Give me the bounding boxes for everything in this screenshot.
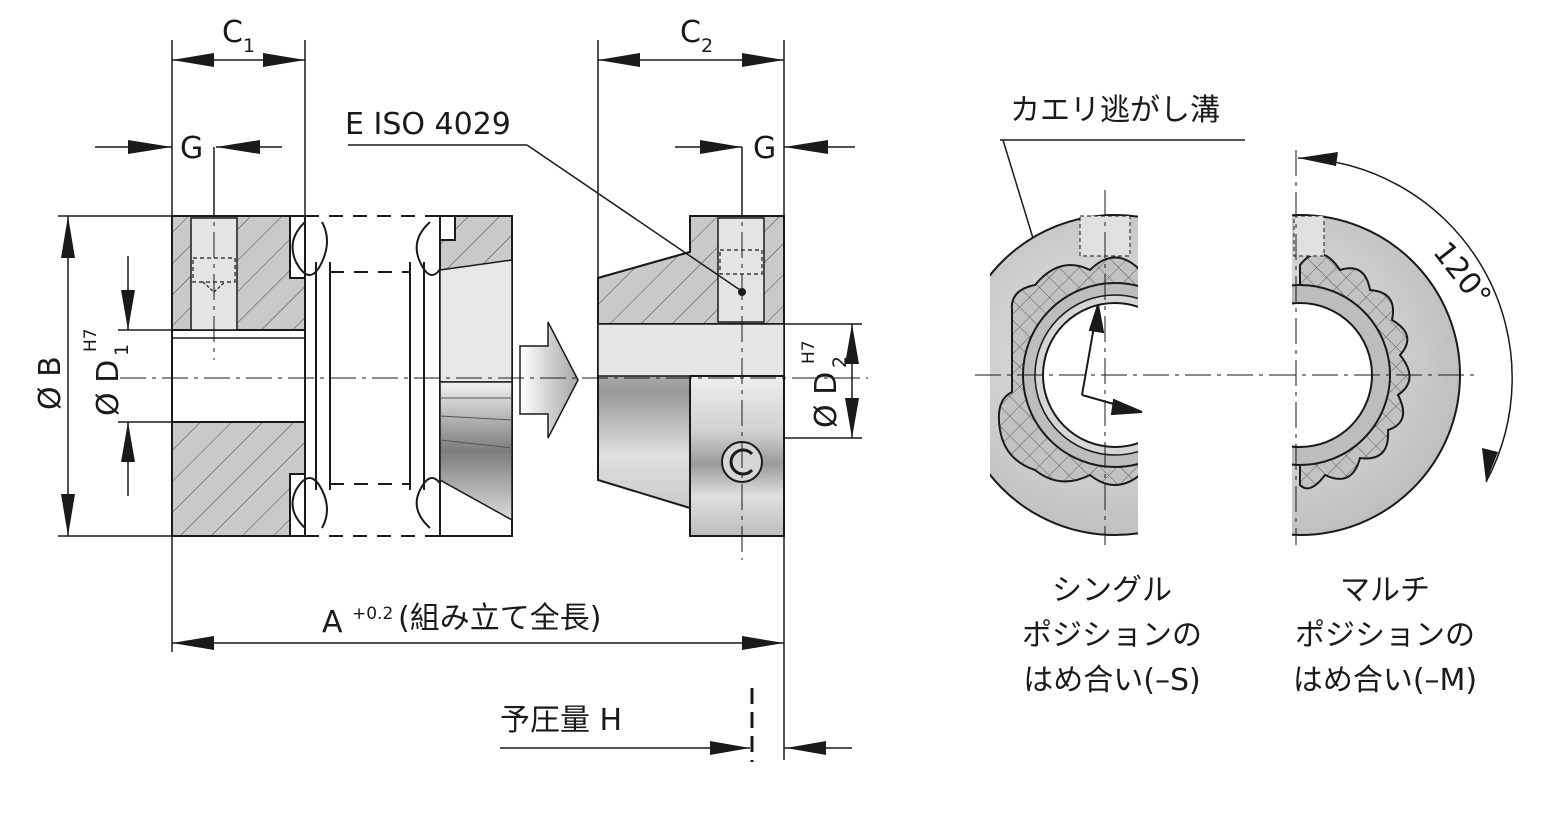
multi-view-axis (1270, 150, 1480, 545)
a-description: (組み立て全長) (398, 601, 601, 636)
single-view-pointers (1081, 304, 1143, 416)
middle-hub (439, 215, 513, 537)
single-view-axis (975, 190, 1270, 545)
preload-label: 予圧量 H (500, 703, 622, 738)
left-hub-section (171, 215, 306, 537)
d1-superscript: H7 (81, 328, 101, 352)
d2-superscript: H7 (799, 340, 819, 364)
right-hub (597, 215, 785, 537)
eiso-label: E ISO 4029 (345, 107, 511, 142)
g-label-left: G (180, 131, 203, 166)
a-tolerance: +0.2 (352, 604, 393, 624)
center-lines-left (120, 190, 868, 560)
multi-caption: マルチ ポジションの はめ合い(–M) (1293, 573, 1477, 698)
phi-d1-label-group: Ø D 1 H7 (81, 328, 133, 416)
single-caption-line-2: ポジションの (1022, 618, 1202, 653)
c1-label: C (222, 15, 243, 50)
angle-arc (1297, 152, 1513, 483)
assembly-direction-arrow (519, 321, 579, 439)
dimension-arrowheads (61, 53, 859, 755)
single-caption-line-1: シングル (1052, 573, 1172, 608)
g-label-right: G (753, 131, 776, 166)
phi-d2-label-group: Ø D 2 H7 (799, 340, 851, 428)
elastomer-spider (291, 215, 450, 537)
phi-d2-label: Ø D (809, 372, 844, 428)
multi-caption-line-1: マルチ (1340, 573, 1430, 608)
multi-caption-line-2: ポジションの (1295, 618, 1475, 653)
c2-subscript: 2 (701, 35, 713, 57)
single-caption: シングル ポジションの はめ合い(–S) (1022, 573, 1202, 698)
multi-caption-line-3: はめ合い(–M) (1293, 663, 1477, 698)
d1-subscript: 1 (111, 344, 133, 356)
phi-b-label: Ø B (33, 356, 68, 410)
single-caption-line-3: はめ合い(–S) (1023, 663, 1200, 698)
c2-label: C (680, 15, 701, 50)
a-label: A (322, 605, 343, 640)
groove-label: カエリ逃がし溝 (1010, 93, 1220, 128)
c1-subscript: 1 (243, 35, 255, 57)
phi-d1-label: Ø D (91, 360, 126, 416)
d2-subscript: 2 (829, 356, 851, 368)
